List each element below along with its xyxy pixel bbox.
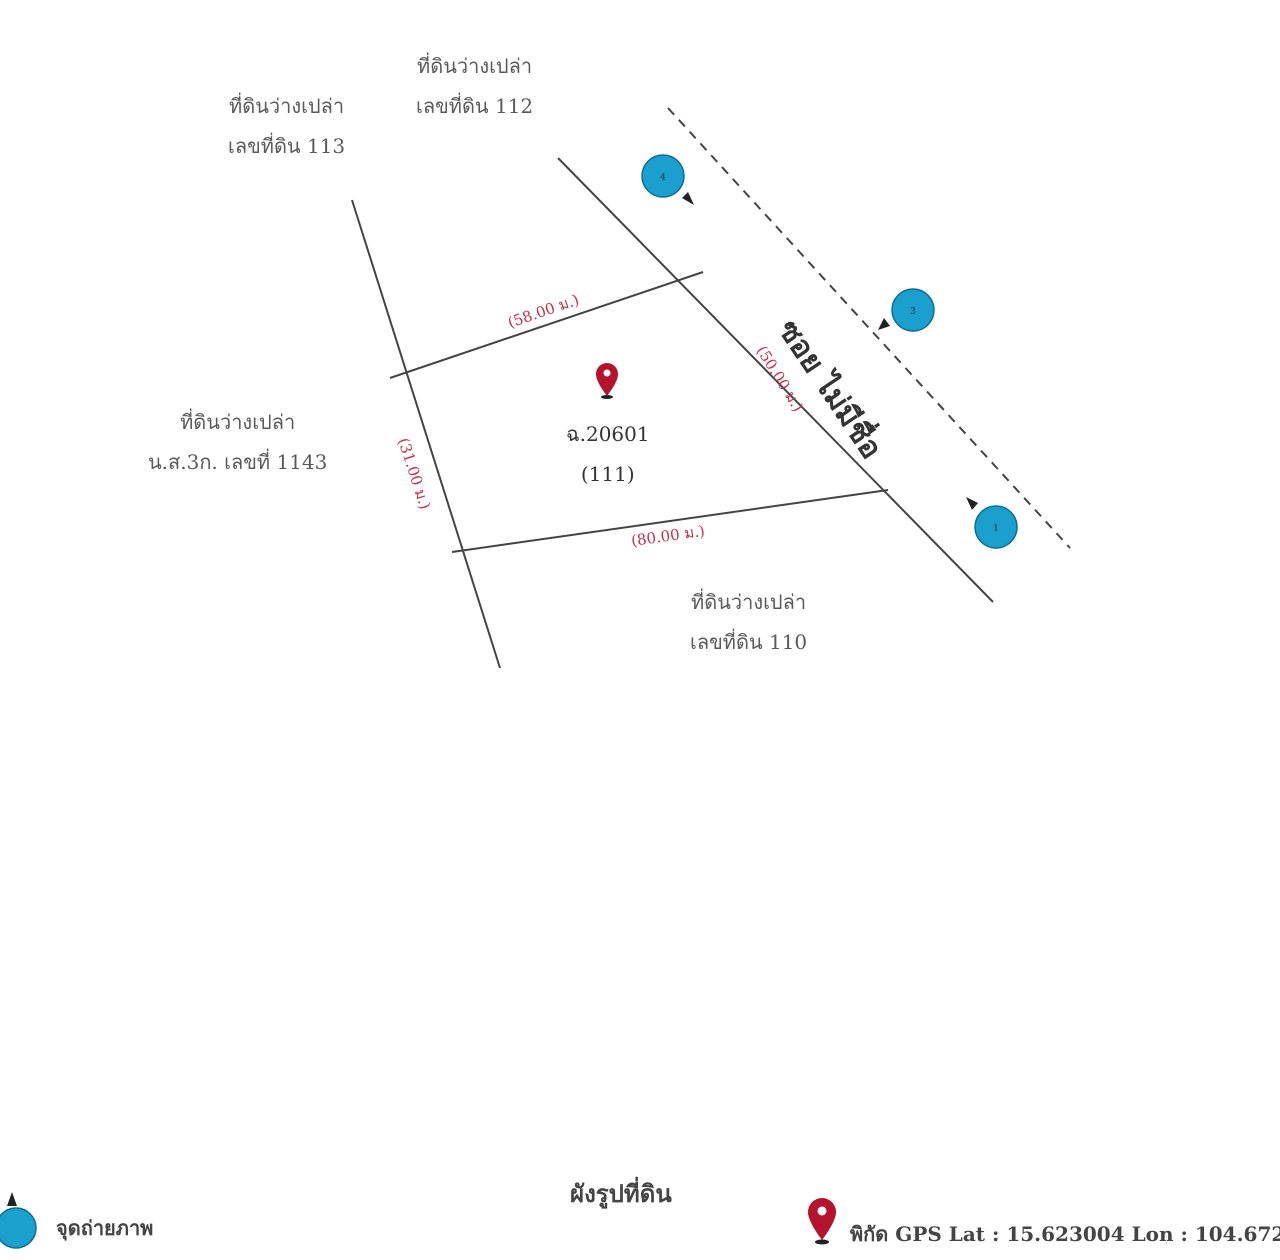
location-pin-icon [596, 363, 618, 399]
legend-pin-icon [808, 1198, 836, 1245]
photo-point-4: 4 [641, 154, 694, 205]
svg-text:3: 3 [910, 307, 916, 317]
dimension-left: (31.00 ม.) [394, 436, 434, 512]
photo-point-1: 1 [966, 497, 1018, 549]
neighbor-status: ที่ดินว่างเปล่า [691, 590, 807, 614]
neighbor-status: ที่ดินว่างเปล่า [229, 94, 345, 118]
boundary-top [389, 271, 704, 379]
parcel-label: ฉ.20601 (111) [566, 414, 650, 494]
neighbor-status: ที่ดินว่างเปล่า [180, 410, 296, 434]
neighbor-status: ที่ดินว่างเปล่า [417, 54, 533, 78]
neighbor-parcel-number: เลขที่ดิน 112 [416, 94, 534, 118]
svg-text:1: 1 [993, 524, 999, 534]
neighbor-parcel-number: น.ส.3ก. เลขที่ 1143 [148, 450, 328, 474]
parcel-number: (111) [580, 462, 635, 486]
neighbor-label-110: ที่ดินว่างเปล่า เลขที่ดิน 110 [690, 582, 807, 662]
parcel-deed: ฉ.20601 [566, 422, 650, 446]
gps-coordinates: พิกัด GPS Lat : 15.623004 Lon : 104.6721… [850, 1222, 1280, 1246]
road-centerline [667, 107, 1071, 549]
boundary-bottom [451, 489, 889, 553]
boundary-left [351, 199, 501, 669]
neighbor-label-1143: ที่ดินว่างเปล่า น.ส.3ก. เลขที่ 1143 [148, 402, 327, 482]
photo-point-3: 3 [878, 288, 935, 332]
neighbor-parcel-number: เลขที่ดิน 110 [690, 630, 808, 654]
legend-photo-point-icon [0, 1192, 37, 1249]
neighbor-label-112: ที่ดินว่างเปล่า เลขที่ดิน 112 [416, 46, 533, 126]
neighbor-label-113: ที่ดินว่างเปล่า เลขที่ดิน 113 [228, 86, 345, 166]
svg-text:4: 4 [660, 173, 666, 183]
neighbor-parcel-number: เลขที่ดิน 113 [228, 134, 346, 158]
boundary-road-side [557, 157, 994, 603]
diagram-title: ผังรูปที่ดิน [570, 1179, 672, 1208]
legend-photo-point-label: จุดถ่ายภาพ [56, 1216, 154, 1240]
